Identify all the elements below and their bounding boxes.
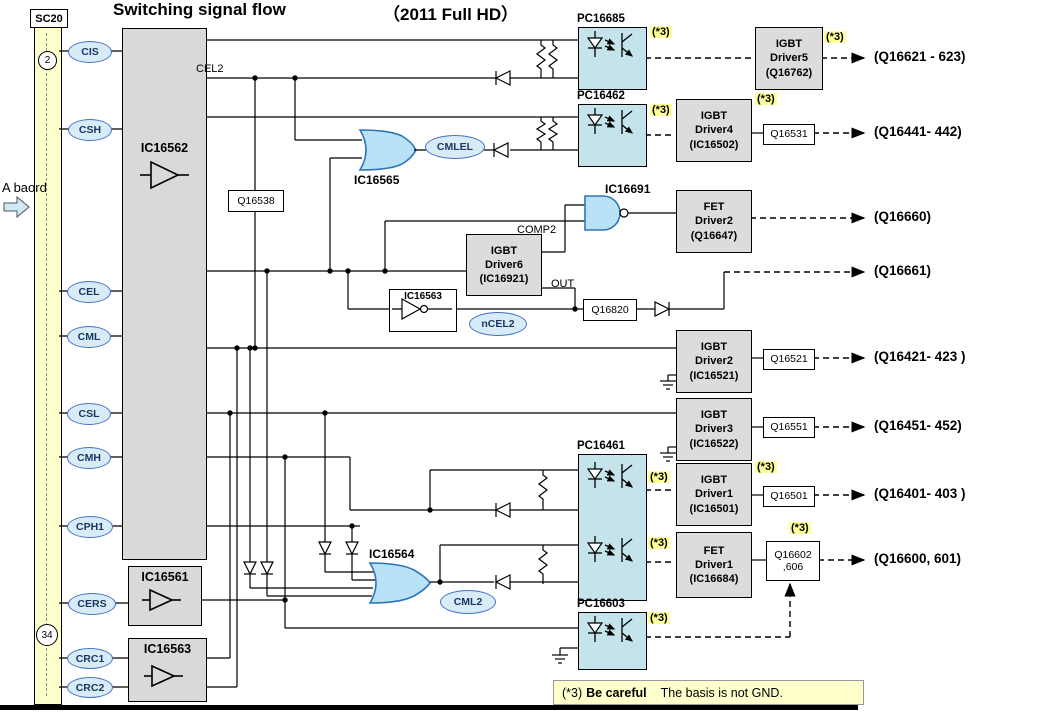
signal-cel: CEL <box>67 281 111 303</box>
label-pc16603: PC16603 <box>577 598 625 610</box>
output-q16441: (Q16441- 442) <box>874 124 962 139</box>
diode-icon <box>492 142 509 158</box>
diode-icon <box>494 502 511 518</box>
block-ic16562: IC16562 <box>122 28 207 560</box>
connector-pin-34: 34 <box>36 624 58 646</box>
net-label-comp2: COMP2 <box>517 224 557 236</box>
output-q16660: (Q16660) <box>874 209 932 224</box>
caution-note: (*3) Be careful The basis is not GND. <box>553 680 864 705</box>
driver-igbt6: IGBT Driver6 (IC16921) <box>466 234 542 296</box>
diode-icon <box>345 541 359 556</box>
or-gate-ic16565-icon <box>358 129 417 171</box>
or-gate-ic16564-icon <box>368 562 431 604</box>
signal-cis: CIS <box>68 41 112 63</box>
connector-bus-bar <box>34 26 62 705</box>
page-title: Switching signal flow <box>113 0 286 19</box>
block-ic16563-label: IC16563 <box>143 642 192 656</box>
connector-sc20-label: SC20 <box>30 9 68 28</box>
star3-marker: (*3) <box>824 31 846 43</box>
part-q16521: Q16521 <box>763 349 815 370</box>
net-cmlel: CMLEL <box>425 135 485 159</box>
label-pc16685: PC16685 <box>577 13 625 25</box>
star3-marker: (*3) <box>648 537 670 549</box>
board-arrow-icon <box>3 195 30 219</box>
label-pc16461: PC16461 <box>577 440 625 452</box>
driver-igbt3: IGBT Driver3 (IC16522) <box>676 398 752 461</box>
signal-cml: CML <box>67 326 111 348</box>
driver-igbt5: IGBT Driver5 (Q16762) <box>755 27 823 90</box>
signal-cmh: CMH <box>67 447 111 469</box>
part-q16820: Q16820 <box>583 299 637 321</box>
ground-icon <box>660 374 676 390</box>
note-text: The basis is not GND. <box>660 685 783 700</box>
part-q16531: Q16531 <box>763 124 815 145</box>
driver-fet1: FET Driver1 (IC16684) <box>676 532 752 598</box>
label-pc16462: PC16462 <box>577 90 625 102</box>
output-q16401: (Q16401- 403 ) <box>874 486 966 501</box>
label-ic16565: IC16565 <box>354 173 400 187</box>
star3-marker: (*3) <box>755 93 777 105</box>
connector-bus-dashed-line <box>46 33 47 696</box>
bottom-divider <box>0 705 858 710</box>
ground-icon <box>660 446 676 462</box>
signal-csh: CSH <box>68 119 112 141</box>
net-cml2: CML2 <box>440 590 496 614</box>
diode-icon <box>654 301 671 317</box>
output-q16600: (Q16600, 601) <box>874 551 962 566</box>
net-label-out: OUT <box>551 278 575 290</box>
signal-cers: CERS <box>68 593 116 615</box>
signal-cph1: CPH1 <box>67 516 113 538</box>
page-subtitle: （2011 Full HD） <box>383 5 519 24</box>
star3-marker: (*3) <box>650 26 672 38</box>
part-q16538: Q16538 <box>228 190 284 212</box>
diode-icon <box>494 70 511 86</box>
block-ic16561: IC16561 <box>128 566 202 626</box>
opto-pc16462 <box>578 104 647 167</box>
board-label: A baord <box>2 180 47 195</box>
opto-pc16685 <box>578 27 647 90</box>
diode-icon <box>243 561 257 576</box>
signal-crc2: CRC2 <box>67 677 113 698</box>
block-ic16563-inverter: IC16563 <box>389 289 457 332</box>
part-q16501: Q16501 <box>763 486 815 507</box>
label-ic16691: IC16691 <box>605 182 651 196</box>
part-q16551: Q16551 <box>763 417 815 438</box>
note-emphasis: Be careful <box>586 685 647 700</box>
diode-icon <box>494 574 511 590</box>
output-q16451: (Q16451- 452) <box>874 418 962 433</box>
star3-marker: (*3) <box>648 612 670 624</box>
nand-gate-ic16691-icon <box>584 195 621 231</box>
driver-fet2: FET Driver2 (Q16647) <box>676 190 752 253</box>
part-q16602-606: Q16602 ,606 <box>766 541 820 581</box>
star3-marker: (*3) <box>650 104 672 116</box>
block-ic16562-label: IC16562 <box>140 141 189 155</box>
output-q16621: (Q16621 - 623) <box>874 49 966 64</box>
connector-pin-2: 2 <box>38 51 57 70</box>
star3-marker: (*3) <box>648 471 670 483</box>
diode-icon <box>318 541 332 556</box>
block-ic16561-label: IC16561 <box>141 570 189 584</box>
opto-pc16461 <box>578 454 647 601</box>
driver-igbt1: IGBT Driver1 (IC16501) <box>676 463 752 526</box>
net-ncel2: nCEL2 <box>469 312 527 336</box>
signal-csl: CSL <box>67 403 111 425</box>
output-q16421: (Q16421- 423 ) <box>874 349 966 364</box>
net-label-cel2: CEL2 <box>196 63 224 75</box>
ground-icon <box>552 654 568 664</box>
signal-crc1: CRC1 <box>67 648 113 669</box>
opto-pc16603 <box>578 612 647 670</box>
output-q16661: (Q16661) <box>874 263 932 278</box>
driver-igbt2: IGBT Driver2 (IC16521) <box>676 330 752 393</box>
label-ic16564: IC16564 <box>369 547 415 561</box>
block-ic16563-inverter-label: IC16563 <box>404 291 442 302</box>
star3-marker: (*3) <box>789 522 811 534</box>
diode-icon <box>260 561 274 576</box>
driver-igbt4: IGBT Driver4 (IC16502) <box>676 99 752 162</box>
block-ic16563: IC16563 <box>128 638 207 702</box>
note-star3: (*3) <box>562 685 583 700</box>
star3-marker: (*3) <box>755 461 777 473</box>
